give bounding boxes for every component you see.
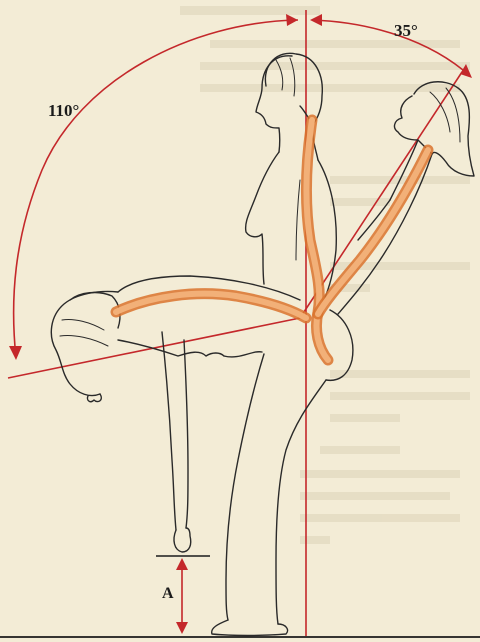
flexed-figure	[51, 276, 353, 636]
distance-a-arrow-top	[176, 558, 188, 570]
background-text-lines	[180, 6, 470, 544]
spine-flexed	[116, 294, 306, 318]
distance-a-arrow-bottom	[176, 622, 188, 634]
flexion-angle-label: 110°	[48, 101, 79, 120]
spine-extended	[318, 150, 428, 314]
extension-arc-arrowhead-left	[310, 14, 322, 26]
flexion-arc-arrowhead-top	[286, 14, 298, 26]
distance-a-label: A	[162, 585, 174, 602]
flexion-arc-arrowhead-bottom	[9, 346, 22, 360]
flexion-arc	[14, 20, 298, 358]
extension-angle-label: 35°	[394, 21, 418, 40]
extension-axis-line	[300, 72, 462, 318]
